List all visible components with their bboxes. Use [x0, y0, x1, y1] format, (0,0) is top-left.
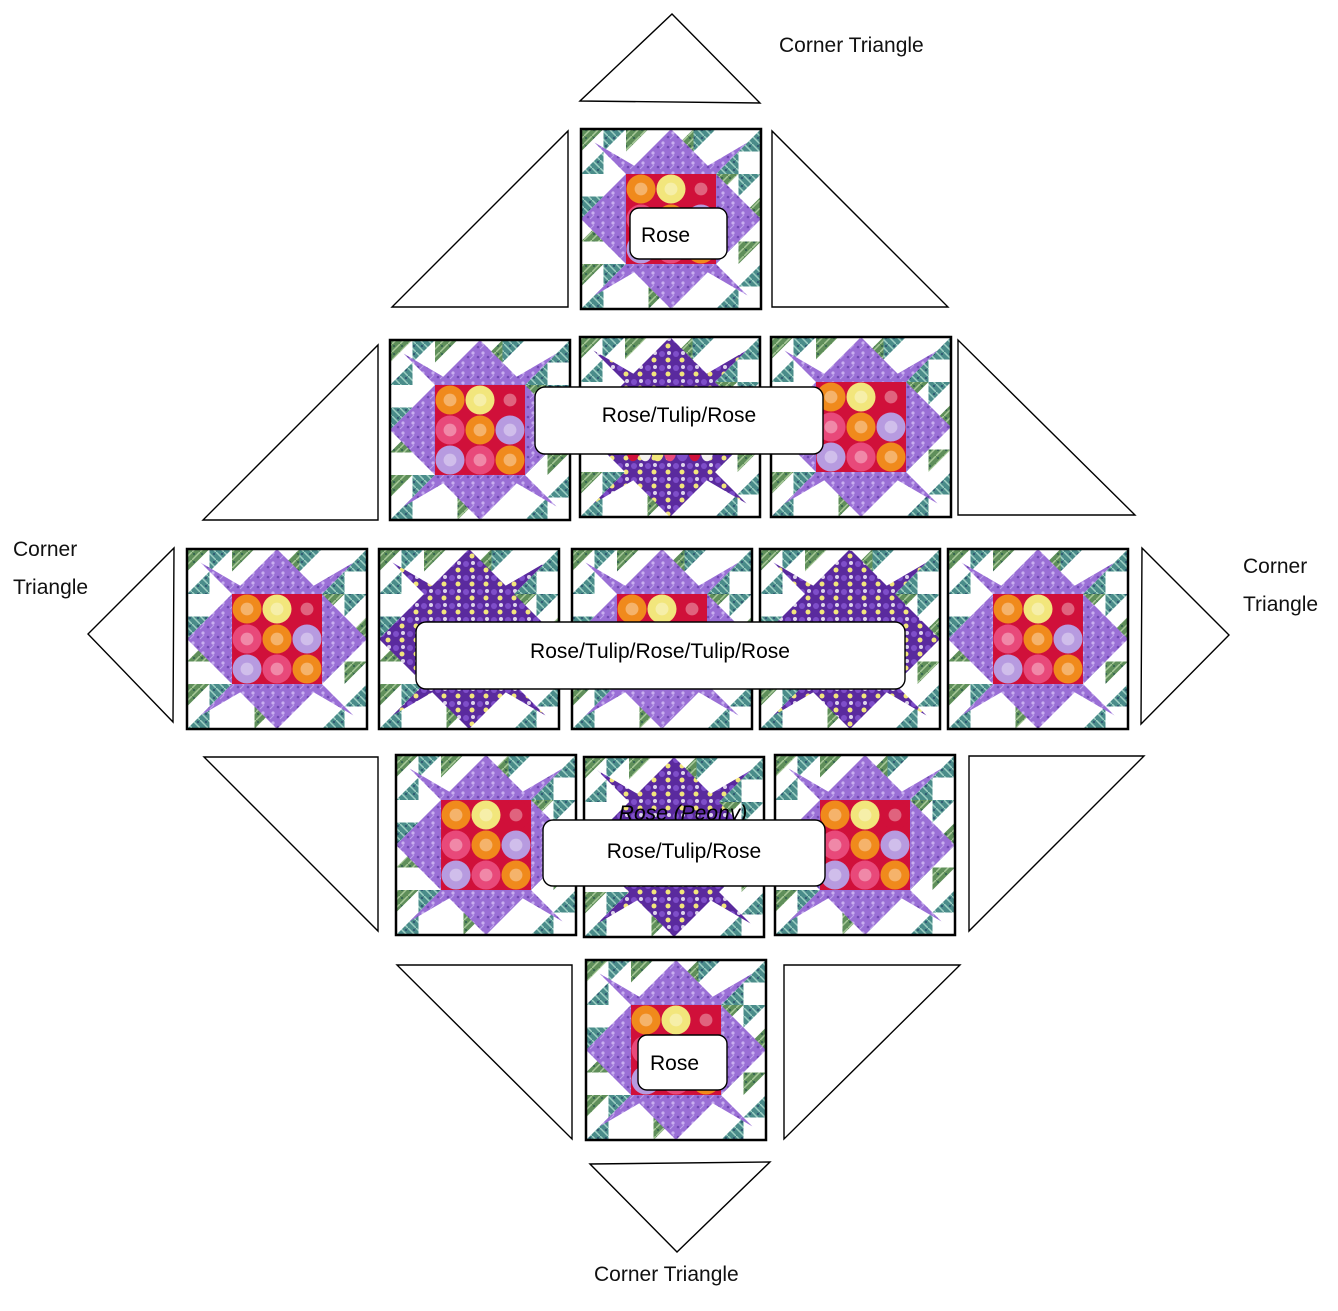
rose-block — [187, 549, 367, 729]
rose-block — [948, 549, 1128, 729]
corner-triangle-bottom — [590, 1162, 770, 1252]
setting-triangle — [969, 756, 1144, 931]
corner-label-top: Corner Triangle — [779, 27, 924, 65]
corner-label-left-line2: Triangle — [13, 569, 88, 607]
corner-label-left-line1: Corner — [13, 531, 88, 569]
row-label-top: Rose — [630, 208, 727, 259]
row-label-text: Rose/Tulip/Rose — [602, 404, 756, 427]
row-label-text: Rose — [650, 1052, 699, 1075]
setting-triangle — [203, 345, 378, 520]
setting-triangle — [958, 340, 1135, 515]
corner-label-left: Corner Triangle — [13, 531, 88, 607]
corner-label-right-line2: Triangle — [1243, 586, 1318, 624]
row-label-middle: Rose/Tulip/Rose/Tulip/Rose — [416, 622, 905, 689]
corner-label-right: Corner Triangle — [1243, 548, 1318, 624]
row-label-text: Rose — [641, 224, 690, 247]
row-label-bottom: Rose — [638, 1035, 727, 1090]
setting-triangle — [772, 131, 948, 307]
corner-label-right-line1: Corner — [1243, 548, 1318, 586]
corner-triangle-top — [580, 14, 760, 103]
corner-label-bottom: Corner Triangle — [594, 1256, 739, 1294]
setting-triangle — [784, 965, 960, 1139]
row-label-second: Rose/Tulip/Rose — [535, 387, 823, 454]
setting-triangle — [397, 965, 572, 1139]
corner-triangle-right — [1141, 548, 1229, 724]
row-label-text: Rose/Tulip/Rose/Tulip/Rose — [530, 640, 790, 663]
setting-triangle — [204, 757, 378, 931]
setting-triangle — [392, 131, 568, 307]
row-label-text: Rose/Tulip/Rose — [607, 840, 761, 863]
corner-triangle-left — [88, 548, 174, 722]
